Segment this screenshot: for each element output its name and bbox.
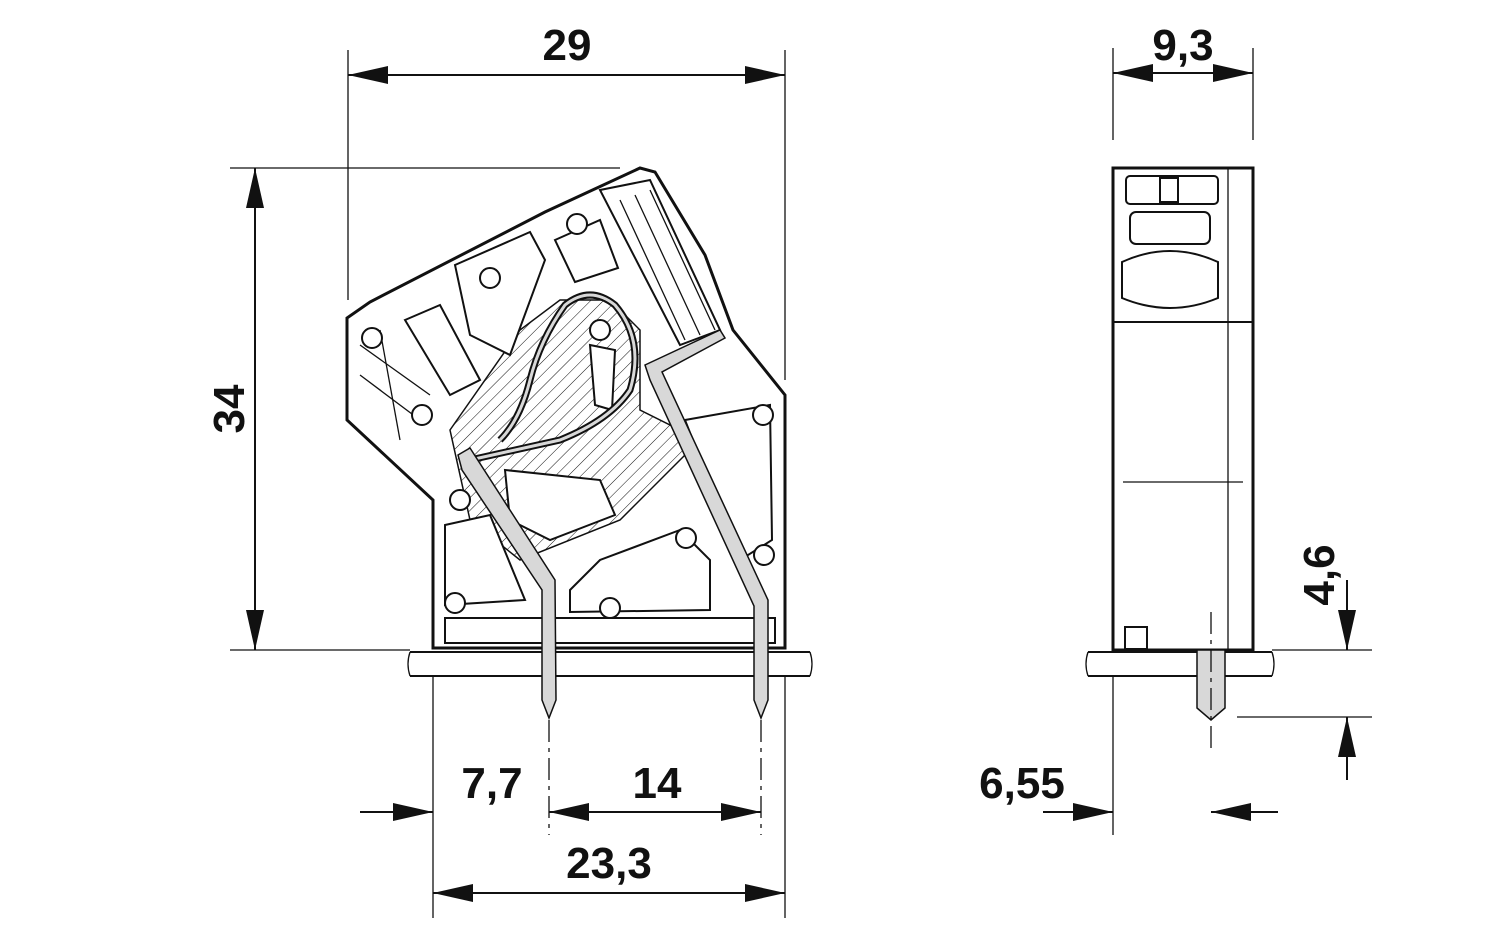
- dim-label-pin-pitch: 14: [633, 759, 682, 808]
- dimension-pin-length: 4,6: [1237, 544, 1372, 780]
- dim-label-pin-length: 4,6: [1295, 544, 1344, 605]
- dimension-side-width-9-3: 9,3: [1112, 21, 1254, 140]
- dimension-width-29: 29: [347, 21, 786, 380]
- dim-label-side-pin-offset: 6,55: [979, 759, 1065, 808]
- dim-label-height-total: 34: [205, 384, 254, 433]
- side-view: 9,3 6,55 4,6: [979, 21, 1372, 835]
- dimension-pin-spacing: 7,7 14: [360, 676, 786, 918]
- housing-holes: [361, 213, 775, 619]
- front-view: 29 34 7,7 14 23,3: [205, 21, 813, 918]
- dimension-footprint-23-3: 23,3: [433, 839, 785, 902]
- dim-label-footprint: 23,3: [566, 839, 652, 888]
- pcb-board-front: [407, 651, 813, 677]
- solder-pins-front: [457, 329, 769, 835]
- pcb-board-side: [1085, 651, 1275, 677]
- dimension-side-pin-offset: 6,55: [979, 676, 1278, 835]
- solder-pin-side: [1196, 649, 1226, 721]
- dim-label-width-total: 29: [543, 21, 592, 70]
- dim-label-pin-offset: 7,7: [461, 759, 522, 808]
- dim-label-side-width: 9,3: [1152, 21, 1213, 70]
- dimension-height-34: 34: [205, 167, 620, 651]
- housing-cavities: [359, 178, 776, 644]
- side-body-outline: [1111, 166, 1255, 652]
